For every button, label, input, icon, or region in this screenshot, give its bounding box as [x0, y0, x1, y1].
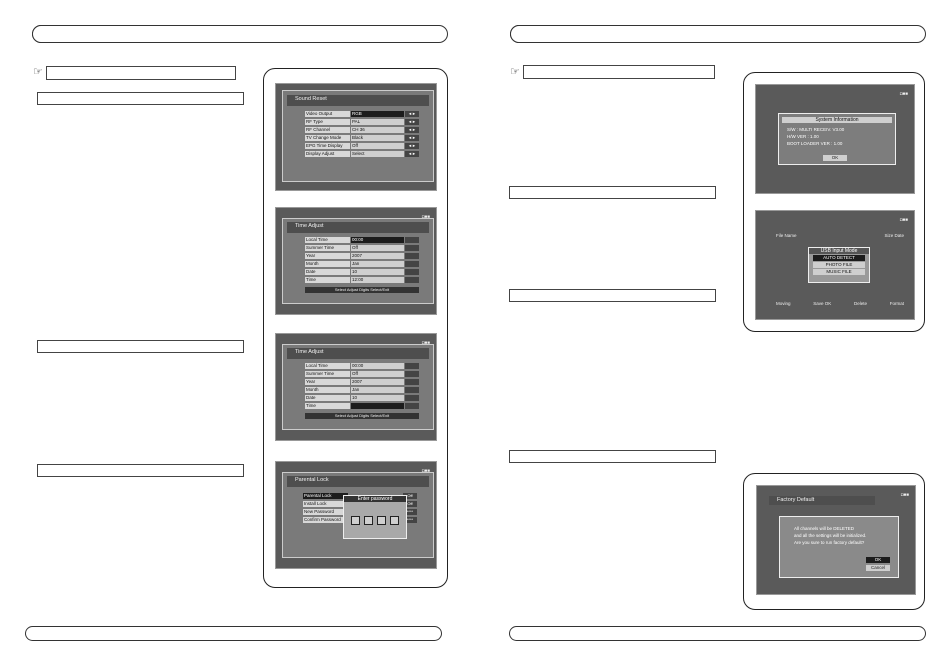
menu-item-music-file[interactable]: MUSIC FILE — [813, 269, 865, 275]
size-date-header: Size Date — [884, 233, 904, 238]
info-line: BOOT LOADER VER : 1.00 — [787, 141, 843, 146]
menu-title: USB Input Mode — [809, 248, 869, 254]
menu-item-photo-file[interactable]: PHOTO FILE — [813, 262, 865, 268]
brand-logo: ◘■■ — [899, 91, 908, 96]
bottom-item-save: Save OK — [813, 301, 832, 306]
left-note-box — [46, 66, 236, 80]
brand-logo: ◘■■ — [899, 217, 908, 222]
right-header-bar — [510, 25, 926, 43]
dialog-title: System Information — [782, 117, 892, 123]
ok-button[interactable]: OK — [823, 155, 847, 161]
pin-digit-box[interactable] — [364, 516, 373, 525]
bottom-item-delete: Delete — [853, 301, 867, 306]
screen-title: Factory Default — [777, 497, 815, 503]
usb-mode-menu: USB Input Mode AUTO DETECT PHOTO FILE MU… — [808, 247, 870, 283]
pin-digit-box[interactable] — [377, 516, 386, 525]
right-footer-bar — [509, 626, 926, 641]
right-section-bar-3 — [509, 450, 716, 463]
info-line: H/W VER : 1.00 — [787, 134, 819, 139]
note-hand-icon: ☞ — [510, 66, 520, 78]
bottom-item-moving: Moving — [776, 301, 791, 306]
factory-line: All channels will be DELETED — [794, 526, 855, 531]
right-section-bar-2 — [509, 289, 716, 302]
left-footer-bar — [25, 626, 442, 641]
password-dialog: Enter password — [343, 495, 407, 539]
note-hand-icon: ☞ — [33, 66, 43, 78]
bottom-item-format: Format — [889, 301, 904, 306]
right-section-bar-1 — [509, 186, 716, 199]
menu-item-auto-detect[interactable]: AUTO DETECT — [813, 255, 865, 261]
screen-title: Time Adjust — [295, 223, 324, 229]
screen-title: Sound Reset — [295, 96, 327, 102]
left-header-bar — [32, 25, 448, 43]
help-bar: Select Adjust Digits Select/Exit — [305, 287, 419, 293]
left-section-bar-1 — [37, 92, 244, 105]
ok-button[interactable]: OK — [866, 557, 890, 563]
screen-title: Time Adjust — [295, 349, 324, 355]
dialog-title: Enter password — [344, 496, 406, 502]
factory-line: Are you sure to run factory default? — [794, 540, 865, 545]
left-section-bar-3 — [37, 464, 244, 477]
screen-factory-default: ◘■■ Factory Default All channels will be… — [756, 485, 916, 595]
brand-logo: ◘■■ — [421, 340, 430, 345]
file-name-header: File Name — [776, 233, 797, 238]
info-line: S/W : MULTI RECEIV. V3.00 — [787, 127, 845, 132]
screen-title: Parental Lock — [295, 477, 329, 483]
pin-digit-box[interactable] — [390, 516, 399, 525]
brand-logo: ◘■■ — [421, 468, 430, 473]
brand-logo: ◘■■ — [421, 214, 430, 219]
screen-system-information: ◘■■ System Information S/W : MULTI RECEI… — [755, 84, 915, 194]
brand-logo: ◘■■ — [900, 492, 909, 497]
screen-usb-input: ◘■■ File Name Size Date USB Input Mode A… — [755, 210, 915, 320]
help-bar: Select Adjust Digits Select/Exit — [305, 413, 419, 419]
factory-dialog: All channels will be DELETED and all the… — [779, 516, 899, 578]
left-section-bar-2 — [37, 340, 244, 353]
pin-digit-box[interactable] — [351, 516, 360, 525]
right-note-box — [523, 65, 715, 79]
cancel-button[interactable]: Cancel — [866, 565, 890, 571]
factory-line: and all the settings will be initialized… — [794, 533, 867, 538]
system-info-dialog: System Information S/W : MULTI RECEIV. V… — [778, 113, 896, 165]
usb-bottom-bar: Moving Save OK Delete Format — [776, 301, 904, 309]
